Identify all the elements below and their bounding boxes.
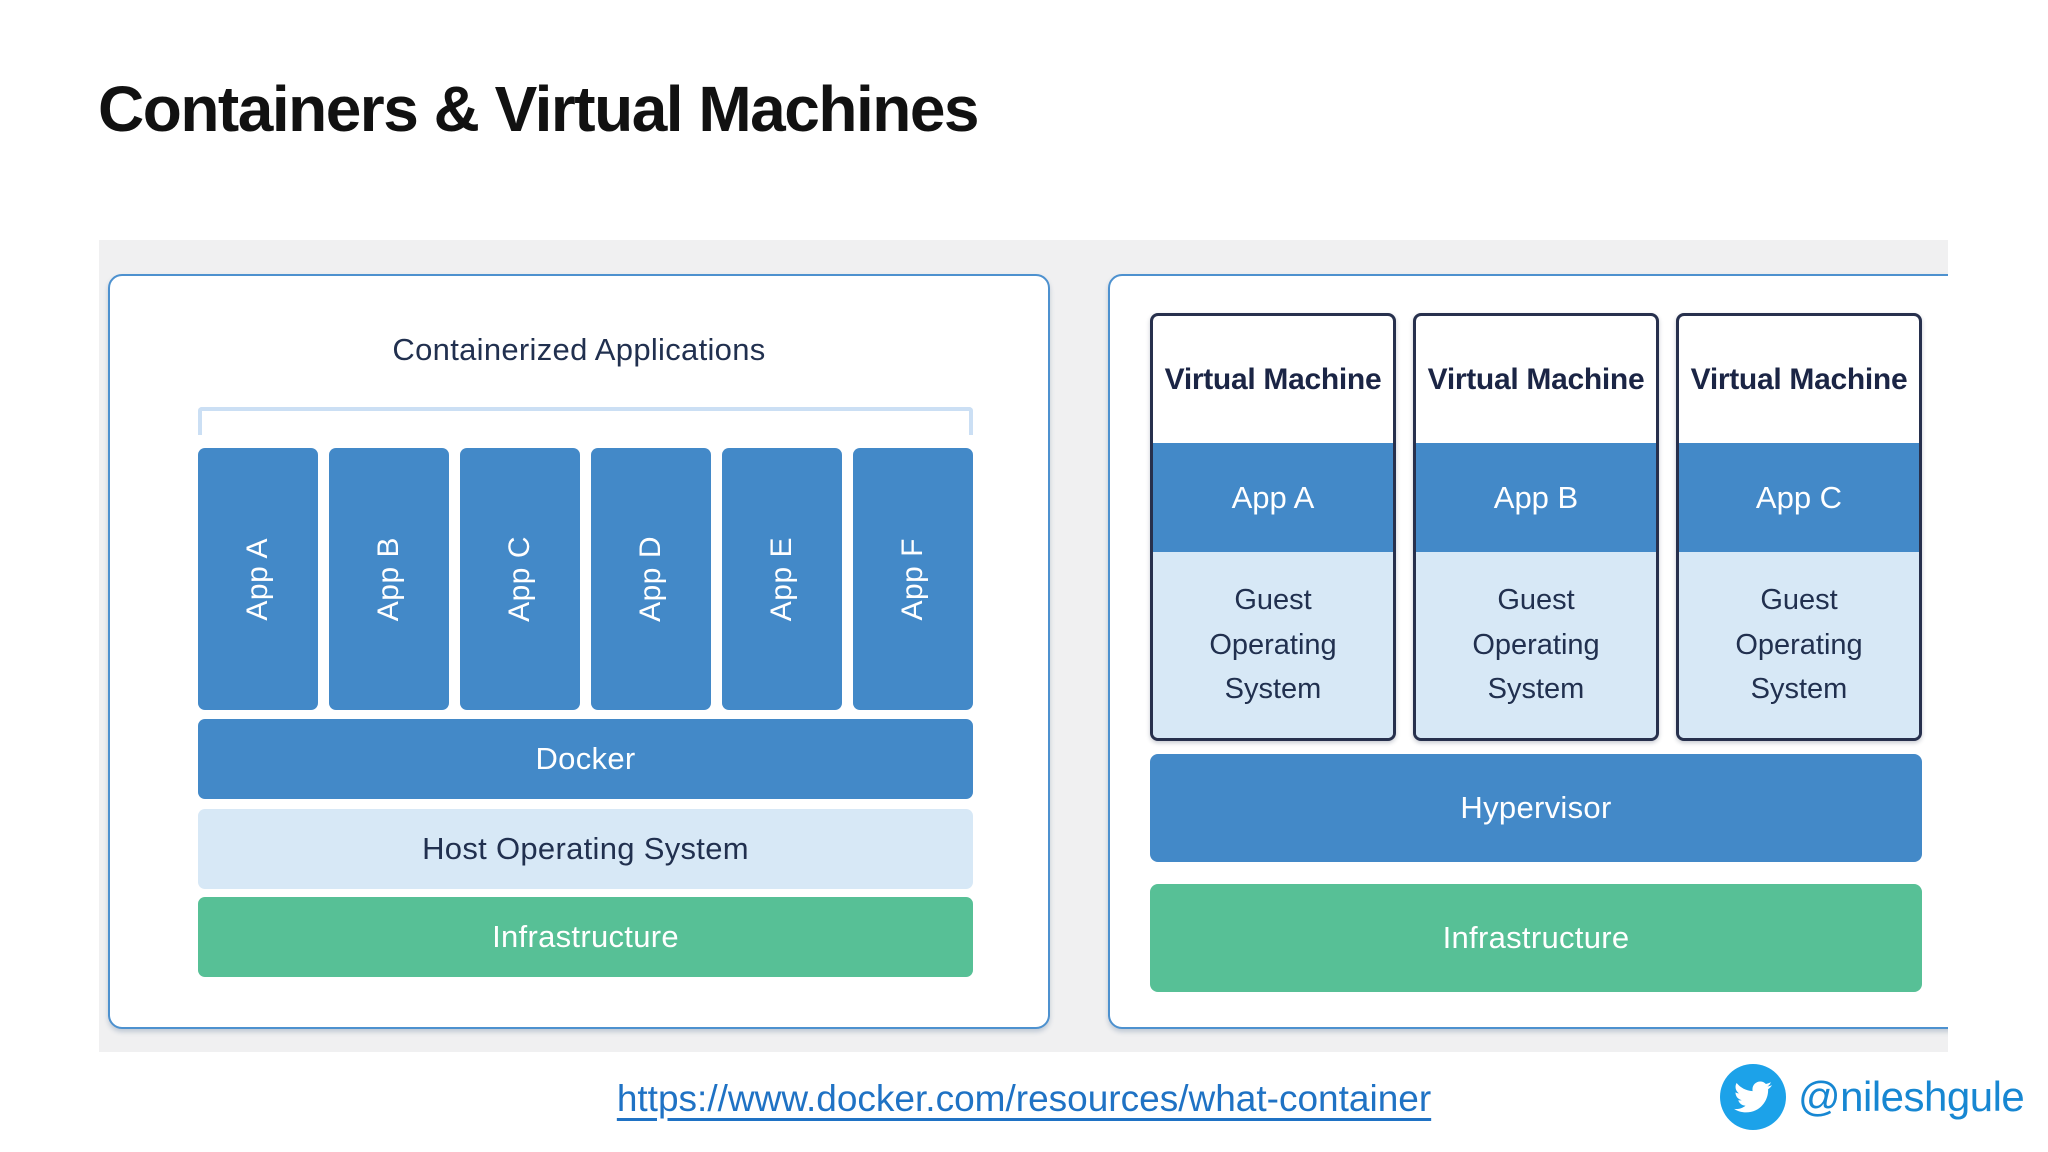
guest-os-band: Guest Operating System (1153, 552, 1393, 738)
app-bar-f: App F (853, 448, 973, 710)
apps-row: App A App B App C App D App E App F (198, 448, 973, 710)
hypervisor-layer: Hypervisor (1150, 754, 1922, 862)
host-os-layer: Host Operating System (198, 809, 973, 889)
app-bar-label: App C (503, 536, 536, 622)
vm-title: Virtual Machine (1427, 362, 1645, 396)
app-bar-label: App D (634, 536, 667, 622)
twitter-badge: @nileshgule (1720, 1064, 2025, 1130)
vm-app-band: App B (1416, 443, 1656, 552)
infrastructure-layer-left: Infrastructure (198, 897, 973, 977)
apps-bracket (198, 407, 973, 435)
vm-box-1: Virtual Machine App A Guest Operating Sy… (1150, 313, 1396, 741)
app-bar-label: App F (896, 537, 929, 621)
vm-title: Virtual Machine (1690, 362, 1908, 396)
app-bar-label: App A (241, 537, 274, 621)
twitter-handle: @nileshgule (1798, 1073, 2025, 1120)
vm-header: Virtual Machine (1679, 316, 1919, 443)
app-bar-label: App B (372, 536, 405, 622)
vm-title: Virtual Machine (1164, 362, 1382, 396)
app-bar-d: App D (591, 448, 711, 710)
guest-os-band: Guest Operating System (1416, 552, 1656, 738)
vm-row: Virtual Machine App A Guest Operating Sy… (1150, 313, 1922, 741)
twitter-bird-icon (1720, 1064, 1786, 1130)
vm-header: Virtual Machine (1416, 316, 1656, 443)
page-title: Containers & Virtual Machines (98, 73, 980, 145)
vm-app-band: App A (1153, 443, 1393, 552)
vm-app-band: App C (1679, 443, 1919, 552)
docker-resource-link[interactable]: https://www.docker.com/resources/what-co… (616, 1078, 1432, 1119)
infrastructure-layer-right: Infrastructure (1150, 884, 1922, 992)
app-bar-label: App E (765, 536, 798, 622)
docker-layer: Docker (198, 719, 973, 799)
app-bar-a: App A (198, 448, 318, 710)
containers-heading: Containerized Applications (392, 332, 766, 367)
app-bar-e: App E (722, 448, 842, 710)
app-bar-b: App B (329, 448, 449, 710)
containers-panel: Containerized Applications App A App B A… (108, 274, 1050, 1029)
guest-os-band: Guest Operating System (1679, 552, 1919, 738)
vm-header: Virtual Machine (1153, 316, 1393, 443)
diagram-background: Containerized Applications App A App B A… (99, 240, 1948, 1052)
app-bar-c: App C (460, 448, 580, 710)
virtual-machines-panel: Virtual Machine App A Guest Operating Sy… (1108, 274, 1948, 1029)
vm-box-2: Virtual Machine App B Guest Operating Sy… (1413, 313, 1659, 741)
vm-box-3: Virtual Machine App C Guest Operating Sy… (1676, 313, 1922, 741)
